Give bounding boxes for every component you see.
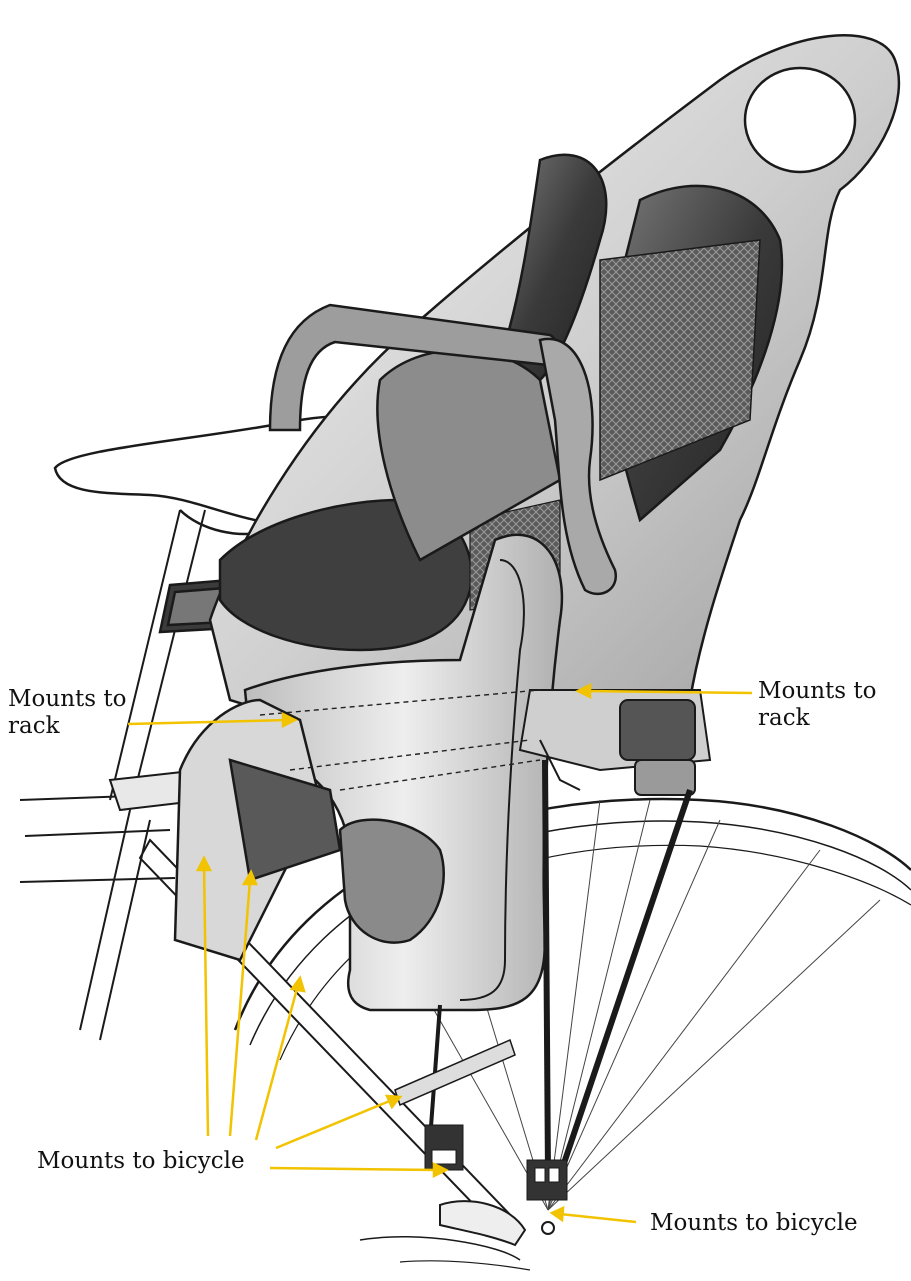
label-mounts-to-rack-left: Mounts to rack: [8, 686, 126, 740]
rear-wheel: [235, 799, 911, 1210]
label-mounts-to-rack-right: Mounts to rack: [758, 678, 876, 732]
leader-bicycle-right: [552, 1208, 636, 1222]
label-mounts-to-bicycle-left: Mounts to bicycle: [37, 1148, 245, 1175]
rack-mount-bracket: [520, 690, 710, 795]
label-mounts-to-bicycle-right: Mounts to bicycle: [650, 1210, 858, 1237]
